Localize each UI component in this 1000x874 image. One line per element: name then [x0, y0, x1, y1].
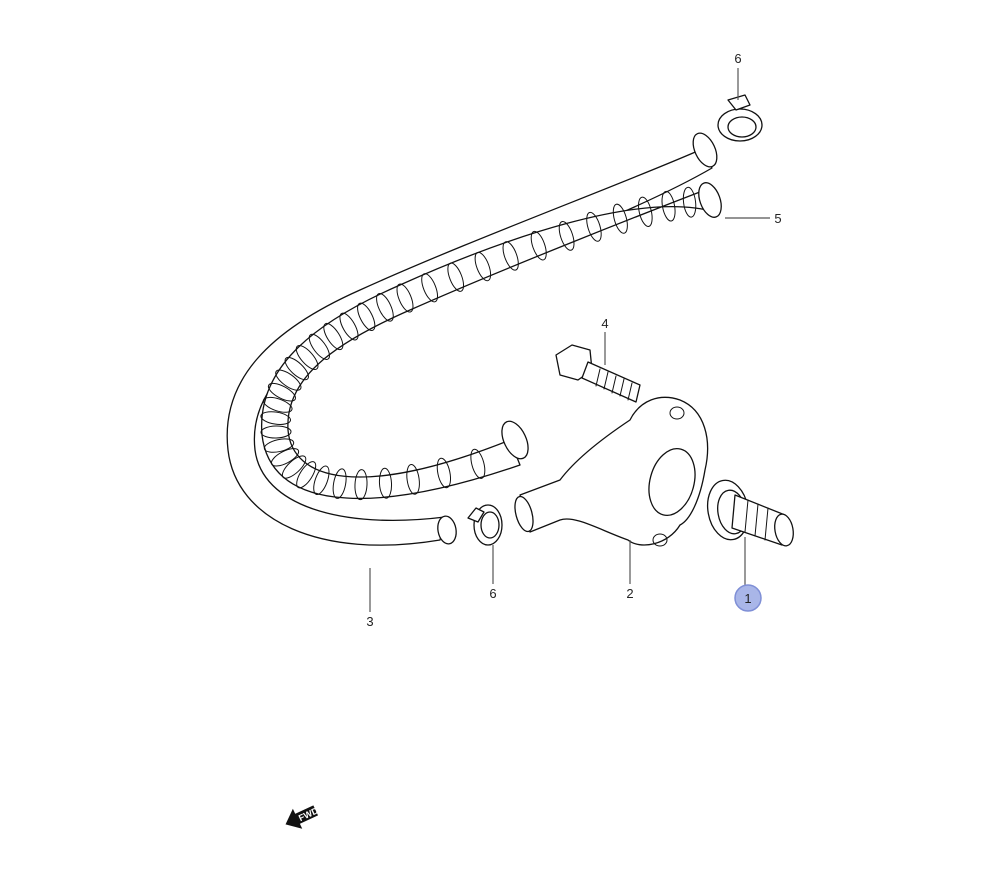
spiral-ring: [260, 411, 292, 425]
spiral-ring: [284, 356, 309, 381]
spiral-ring: [296, 461, 317, 489]
spiral-ring: [447, 262, 465, 292]
spiral-ring: [354, 469, 368, 501]
spiral-ring: [396, 283, 414, 313]
spiral-ring: [313, 465, 330, 496]
callout-5: 5: [774, 211, 781, 226]
callout-4: 4: [601, 316, 608, 331]
spiral-ring: [308, 333, 330, 360]
housing-part-2[interactable]: [512, 396, 709, 547]
fwd-label: FWD: [297, 805, 320, 823]
spiral-ring: [558, 221, 575, 251]
spiral-ring: [339, 312, 359, 341]
spiral-ring: [376, 292, 394, 322]
fitting-part-1[interactable]: [703, 477, 796, 547]
spiral-ring: [474, 251, 492, 282]
callout-6-top: 6: [734, 51, 741, 66]
spiral-ring: [262, 396, 293, 413]
callout-3: 3: [366, 614, 373, 629]
callout-2: 2: [626, 586, 633, 601]
spiral-ring: [378, 467, 393, 499]
spiral-ring: [530, 230, 547, 261]
spiral-ring: [295, 345, 319, 370]
spiral-ring: [357, 302, 376, 331]
spiral-ring: [270, 448, 300, 467]
spiral-ring: [502, 241, 519, 271]
spiral-ring: [323, 322, 344, 351]
spiral-ring: [421, 273, 439, 303]
spiral-ring: [436, 457, 452, 489]
spiral-ring: [263, 438, 295, 453]
clamp-part-6-bottom[interactable]: [467, 504, 503, 546]
spiral-ring: [406, 464, 420, 495]
leader-lines: [369, 68, 770, 612]
hose-part-3[interactable]: [226, 129, 722, 546]
bolt-part-4[interactable]: [555, 344, 641, 403]
spiral-ring: [332, 468, 347, 499]
spiral-rings: [260, 186, 697, 501]
callout-1-highlighted[interactable]: 1: [734, 584, 762, 612]
spiral-ring: [281, 455, 307, 479]
spiral-ring: [682, 186, 697, 218]
spiral-ring: [267, 382, 297, 402]
spiral-ring: [661, 190, 676, 222]
callout-1: 1: [744, 591, 751, 606]
spiral-ring: [586, 211, 602, 242]
clamp-part-6-top[interactable]: [717, 94, 763, 142]
spiral-sleeve-part-5[interactable]: [260, 180, 726, 501]
spiral-ring: [612, 203, 628, 234]
spiral-ring: [260, 425, 292, 439]
spiral-ring: [638, 196, 653, 227]
spiral-ring: [275, 369, 302, 391]
spiral-ring: [470, 448, 486, 479]
callout-6-bottom: 6: [489, 586, 496, 601]
fwd-arrow-icon: FWD: [285, 805, 320, 829]
